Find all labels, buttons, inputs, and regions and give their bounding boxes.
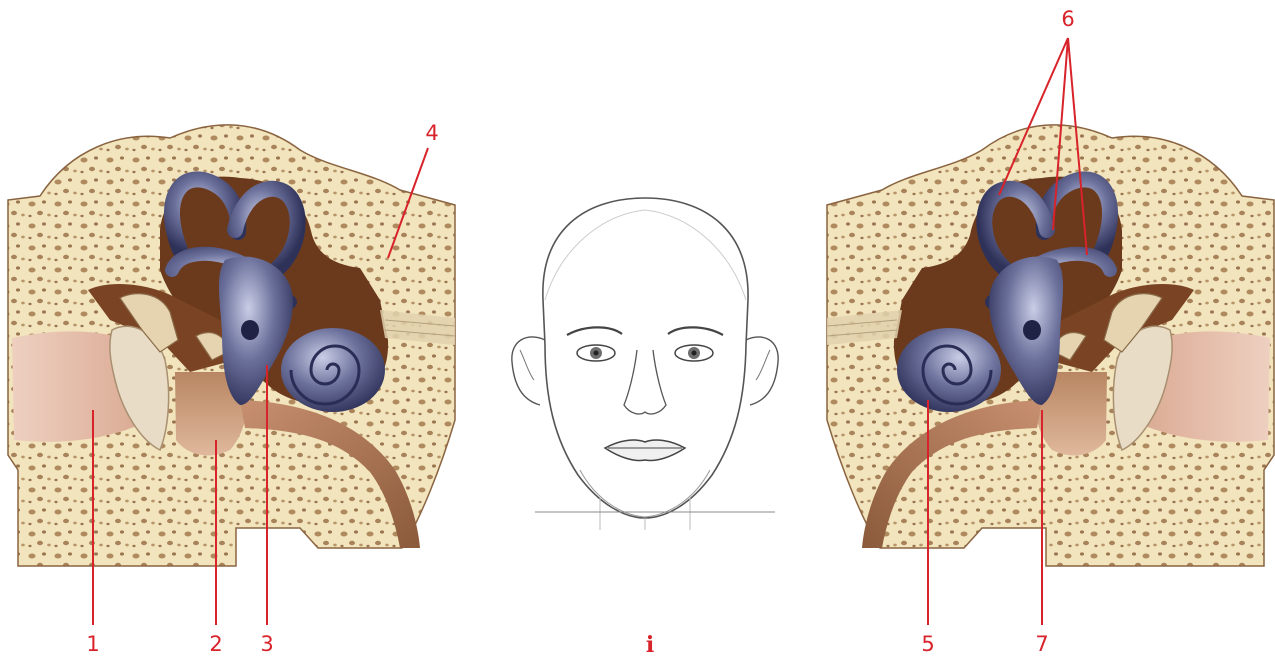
face-illustration bbox=[512, 198, 778, 530]
label-4: 4 bbox=[425, 121, 438, 145]
label-3: 3 bbox=[260, 632, 273, 656]
label-2: 2 bbox=[209, 632, 222, 656]
left-ear-cross-section bbox=[8, 125, 455, 566]
label-1: 1 bbox=[86, 632, 99, 656]
label-6: 6 bbox=[1061, 7, 1074, 31]
panel-label: i bbox=[646, 632, 654, 658]
right-ear-cross-section bbox=[827, 125, 1274, 566]
label-7: 7 bbox=[1035, 632, 1048, 656]
label-5: 5 bbox=[921, 632, 934, 656]
